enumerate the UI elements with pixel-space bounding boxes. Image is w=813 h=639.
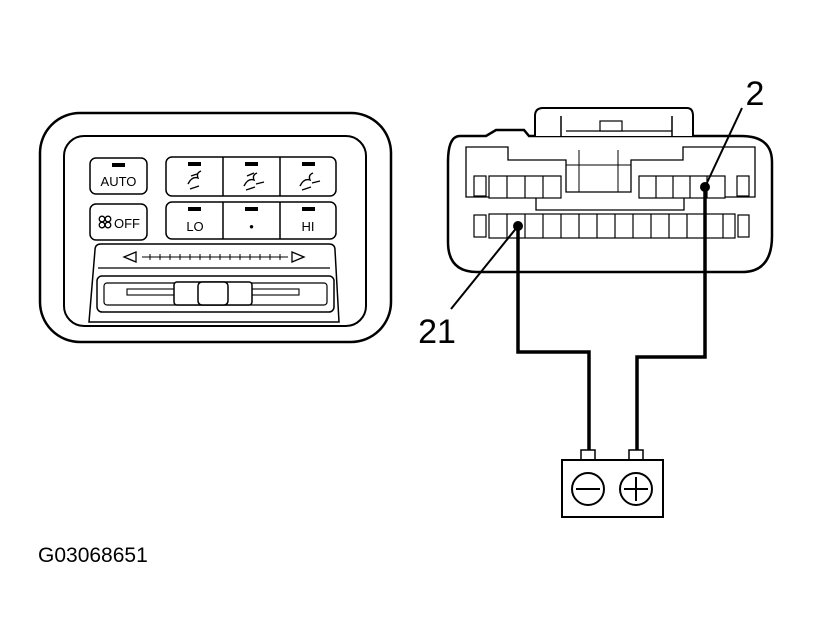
battery — [561, 449, 664, 518]
minus-icon — [571, 472, 605, 506]
slider-knob[interactable] — [173, 281, 253, 306]
face-vent-indicator-led — [188, 162, 201, 166]
pin-2-label: 2 — [746, 75, 765, 113]
fan-speed-button-group: LO • HI — [165, 201, 337, 240]
auto-button-label: AUTO — [101, 174, 137, 189]
temperature-scale — [122, 251, 306, 263]
connector-top-row-pins-left — [473, 175, 562, 199]
pin-21-label: 21 — [418, 313, 456, 351]
fan-mid-button[interactable]: • — [245, 207, 258, 234]
fan-lo-label: LO — [186, 219, 203, 234]
fan-off-button[interactable]: OFF — [89, 203, 148, 241]
fan-off-label: OFF — [114, 216, 140, 231]
fan-hi-button[interactable]: HI — [302, 207, 316, 234]
face-vent-button[interactable] — [187, 162, 202, 190]
fan-mid-label: • — [249, 219, 254, 234]
face-vent-icon — [187, 170, 202, 190]
fan-lo-button[interactable]: LO — [186, 207, 204, 234]
fan-lo-indicator-led — [188, 207, 201, 211]
foot-vent-button[interactable] — [299, 162, 321, 191]
connector-lock-tab[interactable] — [534, 107, 694, 136]
wire-negative — [516, 226, 591, 450]
fan-icon — [98, 215, 112, 229]
wire-positive — [635, 187, 707, 450]
battery-positive-terminal — [628, 449, 644, 461]
auto-indicator-led — [112, 163, 125, 167]
connector — [446, 107, 774, 274]
temperature-slider[interactable] — [88, 243, 340, 323]
auto-button[interactable]: AUTO — [89, 157, 148, 195]
foot-vent-icon — [299, 172, 321, 191]
battery-negative-terminal — [580, 449, 596, 461]
plus-icon — [619, 472, 653, 506]
ac-control-panel: AUTO — [38, 111, 393, 344]
bi-level-indicator-led — [245, 162, 258, 166]
mode-button-group — [165, 156, 337, 197]
fan-mid-indicator-led — [245, 207, 258, 211]
figure-code: G03068651 — [38, 544, 148, 567]
connector-bottom-row-pins — [473, 213, 750, 239]
warm-arrow-icon — [291, 251, 306, 263]
fan-hi-label: HI — [302, 219, 315, 234]
foot-vent-indicator-led — [302, 162, 315, 166]
cool-arrow-icon — [122, 251, 137, 263]
bi-level-icon — [243, 172, 265, 191]
fan-hi-indicator-led — [302, 207, 315, 211]
bi-level-button[interactable] — [243, 162, 265, 191]
pin-21-leader-line — [450, 225, 519, 310]
pin-2-leader-line — [704, 107, 743, 188]
